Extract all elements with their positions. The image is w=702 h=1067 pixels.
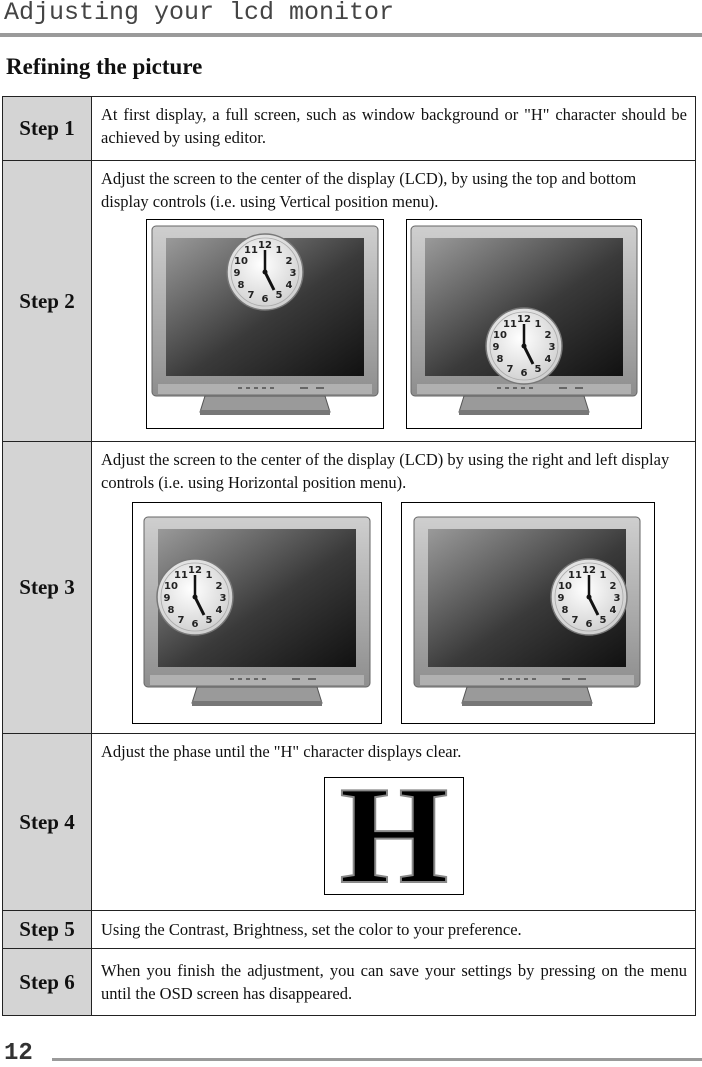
step-label: Step 3 xyxy=(2,441,92,734)
step-body: Adjust the screen to the center of the d… xyxy=(91,441,696,734)
step-text: Using the Contrast, Brightness, set the … xyxy=(91,910,696,949)
page-header: Adjusting your lcd monitor xyxy=(0,0,702,37)
step-body: Adjust the screen to the center of the d… xyxy=(91,160,696,442)
h-character-sample: H xyxy=(324,757,464,914)
monitor-illustrations xyxy=(101,496,687,724)
step-text: Adjust the screen to the center of the d… xyxy=(101,450,670,492)
step-row: Step 6 When you finish the adjustment, y… xyxy=(2,948,696,1016)
step-text: When you finish the adjustment, you can … xyxy=(91,948,696,1016)
step-label: Step 2 xyxy=(2,160,92,442)
step-row: Step 2 Adjust the screen to the center o… xyxy=(2,160,696,442)
header-title: Adjusting your lcd monitor xyxy=(4,0,395,27)
step-row: Step 3 Adjust the screen to the center o… xyxy=(2,441,696,734)
section-title: Refining the picture xyxy=(6,54,203,79)
monitor-image-clock-left xyxy=(132,502,382,724)
monitor-image-clock-bottom xyxy=(406,219,642,429)
h-character: H xyxy=(340,778,449,894)
step-row: Step 4 Adjust the phase until the "H" ch… xyxy=(2,733,696,914)
steps-table: Step 1 At first display, a full screen, … xyxy=(2,96,696,1016)
monitor-icon xyxy=(151,225,379,416)
step-row: Step 5 Using the Contrast, Brightness, s… xyxy=(2,910,696,949)
h-character-image: H xyxy=(339,757,450,914)
monitor-illustrations xyxy=(101,215,687,429)
step-row: Step 1 At first display, a full screen, … xyxy=(2,96,696,161)
monitor-icon xyxy=(410,225,638,416)
header-rule xyxy=(0,33,702,37)
step-label: Step 5 xyxy=(2,910,92,949)
step-text: At first display, a full screen, such as… xyxy=(91,96,696,161)
step-text: Adjust the phase until the "H" character… xyxy=(101,742,462,761)
footer-rule xyxy=(52,1058,702,1061)
monitor-icon xyxy=(413,516,641,707)
step-body: Adjust the phase until the "H" character… xyxy=(91,733,696,914)
step-label: Step 6 xyxy=(2,948,92,1016)
page-footer: 12 xyxy=(0,1040,702,1067)
monitor-image-clock-top xyxy=(146,219,384,429)
page-number: 12 xyxy=(4,1040,33,1067)
step-label: Step 1 xyxy=(2,96,92,161)
monitor-image-clock-right xyxy=(401,502,655,724)
step-label: Step 4 xyxy=(2,733,92,911)
step-text: Adjust the screen to the center of the d… xyxy=(101,169,637,211)
monitor-icon xyxy=(143,516,371,707)
